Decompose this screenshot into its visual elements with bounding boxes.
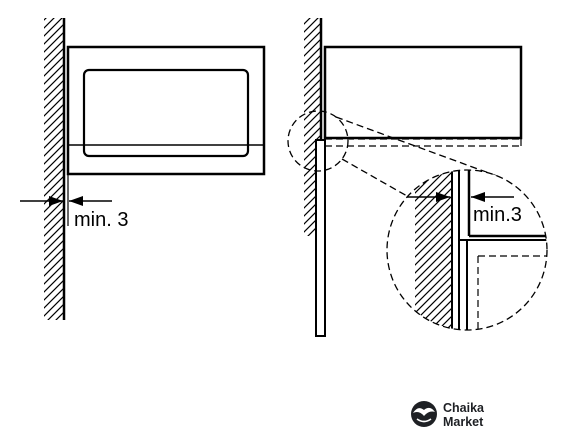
watermark-logo: Chaika Market [411, 401, 485, 429]
left-view: min. 3 [20, 18, 266, 320]
detail-clearance-dimension: min.3 [407, 192, 522, 226]
left-wall [44, 18, 66, 320]
bird-circle-icon [411, 401, 437, 427]
appliance-side [323, 45, 523, 140]
watermark-line-2: Market [443, 415, 484, 429]
right-view: min.3 [287, 18, 548, 337]
detail-clearance-label: min.3 [473, 204, 522, 226]
magnified-detail [386, 169, 548, 331]
watermark-line-1: Chaika [443, 401, 485, 415]
left-clearance-label: min. 3 [74, 209, 128, 231]
hidden-base-outline [325, 138, 522, 147]
detail-marker-circle [287, 110, 349, 172]
detail-leader-lines [335, 116, 498, 197]
appliance-front [66, 45, 266, 176]
cabinet-side-panel [315, 139, 326, 337]
left-clearance-dimension: min. 3 [20, 174, 128, 231]
